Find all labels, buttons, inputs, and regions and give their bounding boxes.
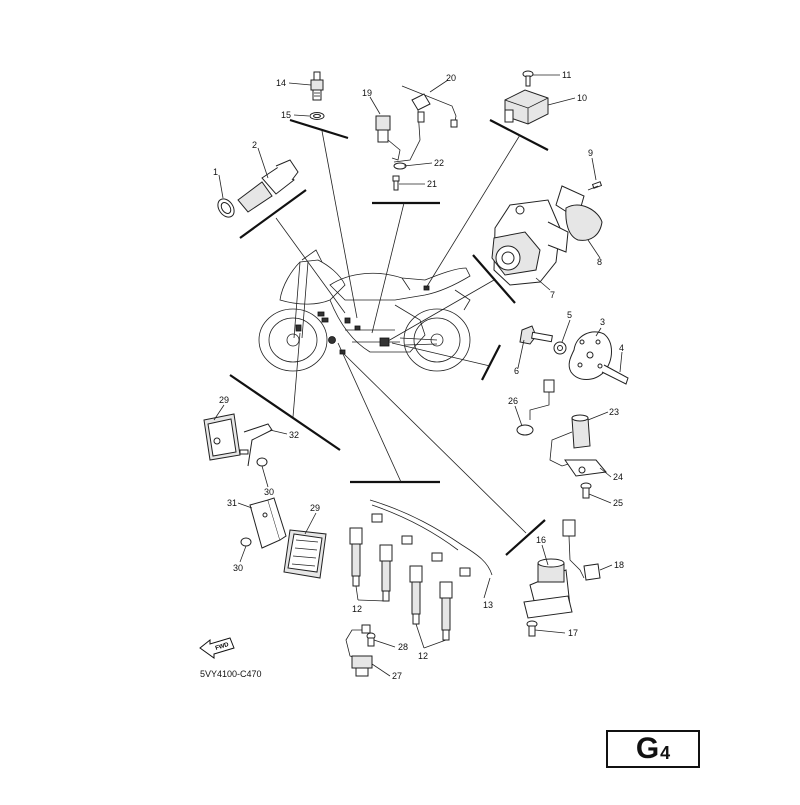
drawing-code: 5VY4100-C470 <box>200 669 262 679</box>
callout-18: 18 <box>614 560 624 570</box>
callout-13: 13 <box>483 600 493 610</box>
callout-29-a: 29 <box>219 395 229 405</box>
callout-22: 22 <box>434 158 444 168</box>
callout-7: 7 <box>550 290 555 300</box>
callout-24: 24 <box>613 472 623 482</box>
callout-16: 16 <box>536 535 546 545</box>
oxygen-sensor-group <box>345 624 376 677</box>
crank-sensor-group <box>516 379 607 499</box>
callout-25: 25 <box>613 498 623 508</box>
callout-leaders <box>213 74 623 677</box>
callout-26: 26 <box>508 396 518 406</box>
reflector-lower-group <box>240 497 327 579</box>
throttle-sensor-group <box>491 181 603 286</box>
callout-8: 8 <box>597 257 602 267</box>
callout-31: 31 <box>227 498 237 508</box>
fwd-arrow-icon: FWD <box>199 637 235 659</box>
callout-1: 1 <box>213 167 218 177</box>
callout-6: 6 <box>514 366 519 376</box>
callout-19: 19 <box>362 88 372 98</box>
callout-14: 14 <box>276 78 286 88</box>
page-badge-letter: G <box>635 732 660 765</box>
fwd-label: FWD <box>215 642 230 652</box>
callout-32: 32 <box>289 430 299 440</box>
callout-28: 28 <box>398 642 408 652</box>
callout-numbers: 1 2 3 4 5 6 7 8 9 10 11 12 12 13 14 15 1… <box>213 70 624 681</box>
callout-12-a: 12 <box>352 604 362 614</box>
callout-3: 3 <box>600 317 605 327</box>
speed-sensor-group <box>375 85 458 191</box>
leader-lines <box>229 118 549 556</box>
ignition-coil-group <box>349 499 493 641</box>
thermo-unit-group <box>217 159 299 218</box>
callout-10: 10 <box>577 93 587 103</box>
reflector-upper-group <box>203 413 273 467</box>
callout-23: 23 <box>609 407 619 417</box>
callout-2: 2 <box>252 140 257 150</box>
callout-11: 11 <box>562 70 571 80</box>
callout-30-b: 30 <box>233 563 243 573</box>
callout-5: 5 <box>567 310 572 320</box>
motorcycle-outline <box>258 249 471 372</box>
intake-sensor-group <box>504 70 549 125</box>
callout-29-b: 29 <box>310 503 320 513</box>
callout-4: 4 <box>619 343 624 353</box>
callout-27: 27 <box>392 671 402 681</box>
pickup-rotor-group <box>519 325 629 385</box>
relay-unit-group <box>523 519 601 637</box>
callout-30-a: 30 <box>264 487 274 497</box>
callout-17: 17 <box>568 628 578 638</box>
callout-9: 9 <box>588 148 593 158</box>
callout-21: 21 <box>427 179 437 189</box>
callout-12-b: 12 <box>418 651 428 661</box>
callout-20: 20 <box>446 73 456 83</box>
callout-15: 15 <box>281 110 291 120</box>
pressure-switch-group <box>309 71 325 120</box>
page-badge-number: 4 <box>660 742 671 763</box>
